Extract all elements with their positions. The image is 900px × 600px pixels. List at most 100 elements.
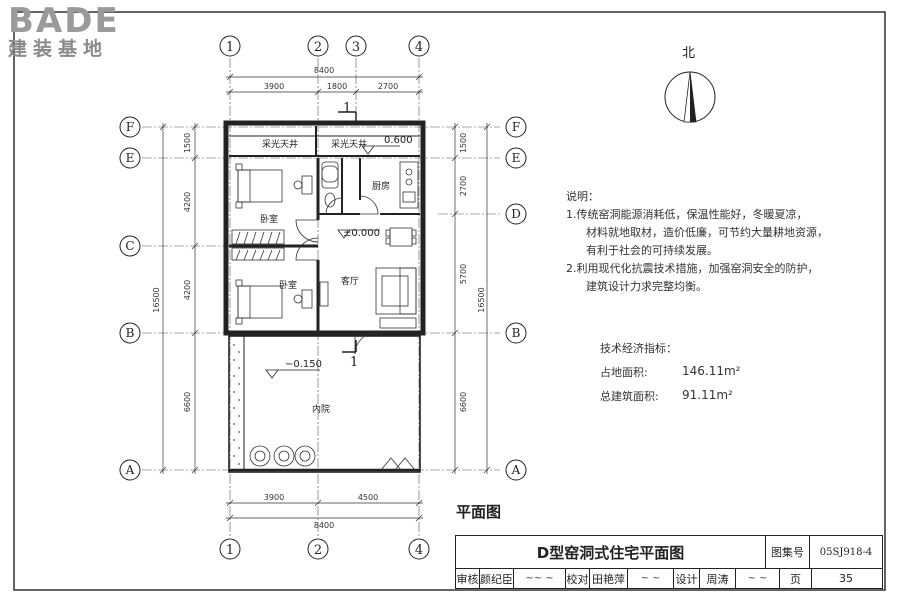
section-marks [338,111,357,353]
site-area-label: 占地面积: [600,366,648,379]
review-label: 审核 [456,569,480,588]
design-name: 周涛 [700,569,736,588]
axis-label-D-right: D [511,207,521,221]
axis-bubble-D-right [505,203,527,225]
dim-top-total: 8400 [314,66,334,75]
tech-indicators: 技术经济指标： 占地面积: 146.11m² 总建筑面积: 91.11m² [600,340,840,404]
axis-bubble-E-right [505,147,527,169]
page-label: 页 [780,569,812,588]
axis-bubble-F-right [505,116,527,138]
dim-bottom-total: 8400 [314,521,334,530]
axis-label-E-right: E [512,151,521,165]
plan-title: 平面图 [456,503,502,521]
grid-lines [142,58,500,538]
axis-bubble-4-top [408,35,430,57]
dim-left-seg-2: 4200 [183,192,192,212]
check-signature: ~ ~ [628,569,674,588]
design-signature: ~ ~ [736,569,780,588]
doors [295,195,416,471]
dim-left-total: 16500 [152,287,161,312]
dimension-lines [159,73,491,522]
axis-bubble-F-left [119,116,141,138]
dim-right-seg-3: 5700 [459,264,468,284]
title-block-row-2: 审核 颜纪臣 ~~ ~ 校对 田艳萍 ~ ~ 设计 周涛 ~ ~ 页 35 [456,569,882,588]
axis-bubble-1-bottom [219,538,241,560]
axis-bubbles-top [219,35,430,57]
axis-bubble-B-left [119,322,141,344]
dim-right-total: 16500 [477,287,486,312]
dim-right-seg-4: 6600 [459,392,468,412]
dim-left-seg-3: 4200 [183,280,192,300]
title-block-row-1: D型窑洞式住宅平面图 图集号 05SJ918-4 [456,536,882,569]
note-1-line-1: 1.传统窑洞能源消耗低，保温性能好，冬暖夏凉， [566,208,808,221]
axis-bubble-C-left [119,235,141,257]
tech-row-site-area: 占地面积: 146.11m² [600,364,840,380]
dining-table [389,227,413,247]
level-top: 0.600 [384,135,413,146]
axis-label-F-right: F [512,120,520,134]
axis-label-4-top: 4 [415,40,423,55]
furniture [235,161,419,329]
axis-bubble-E-left [119,147,141,169]
axis-label-2-top: 2 [314,40,322,55]
room-living: 客厅 [341,275,359,287]
room-bedroom-1: 卧室 [260,213,278,225]
dim-right-seg-2: 2700 [459,176,468,196]
floor-area-label: 总建筑面积: [600,390,659,403]
note-1-line-2: 材料就地取材，造价低廉，可节约大量耕地资源， [586,226,828,239]
axis-label-2-bottom: 2 [314,543,322,558]
check-label: 校对 [566,569,590,588]
axis-label-1-bottom: 1 [226,543,234,558]
review-signature: ~~ ~ [514,569,566,588]
dim-top-seg-1: 3900 [264,82,284,91]
dim-top-seg-3: 2700 [378,82,398,91]
brand-logo: BADE 建装基地 [8,4,148,60]
axis-label-C-left: C [125,239,134,253]
axis-label-A-left: A [125,463,135,477]
axis-label-A-right: A [511,463,521,477]
notes-block: 说明： 1.传统窑洞能源消耗低，保温性能好，冬暖夏凉， 材料就地取材，造价低廉，… [566,188,836,296]
brand-logo-subtitle: 建装基地 [8,38,109,60]
design-label: 设计 [674,569,700,588]
door-entry [354,332,377,355]
dim-left-seg-4: 6600 [183,392,192,412]
axis-bubble-B-right [505,322,527,344]
title-block: D型窑洞式住宅平面图 图集号 05SJ918-4 审核 颜纪臣 ~~ ~ 校对 … [455,535,883,589]
review-name: 颜纪臣 [480,569,514,588]
atlas-value: 05SJ918-4 [819,546,873,558]
site-area-value: 146.11m² [682,364,741,378]
axis-bubble-A-left [119,459,141,481]
tech-row-floor-area: 总建筑面积: 91.11m² [600,388,840,404]
notes-heading: 说明： [566,190,599,203]
axis-label-B-left: B [126,326,135,340]
courtyard-trees [249,445,316,467]
courtyard-wall [228,335,421,473]
dim-right-seg-1: 1500 [459,133,468,153]
door-gate-2 [394,457,416,471]
door-bathroom [325,197,343,215]
door-bedroom-1 [295,219,319,243]
level-yard: −0.150 [285,359,322,370]
level-floor: ±0.000 [343,228,380,239]
axis-label-4-bottom: 4 [415,543,423,558]
axis-bubble-2-bottom [307,538,329,560]
axis-label-F-left: F [126,120,134,134]
page-value: 35 [839,572,853,585]
wardrobes [231,229,285,261]
axis-bubble-3-top [345,35,367,57]
axis-bubble-1-top [219,35,241,57]
floor-area-value: 91.11m² [682,388,733,402]
door-bedroom-2 [295,237,319,261]
room-skylight-2: 采光天井 [331,138,367,150]
brand-logo-text: BADE [8,1,120,41]
room-skylight-1: 采光天井 [262,138,298,150]
dim-bottom-seg-2: 4500 [358,493,378,502]
tech-heading: 技术经济指标： [600,342,677,355]
note-2-line-2: 建筑设计力求完整均衡。 [586,280,707,293]
door-gate [380,457,402,471]
sheet-border [13,11,886,591]
axis-label-E-left: E [126,151,135,165]
axis-label-B-right: B [512,326,521,340]
section-mark-top: 1 [343,101,351,116]
